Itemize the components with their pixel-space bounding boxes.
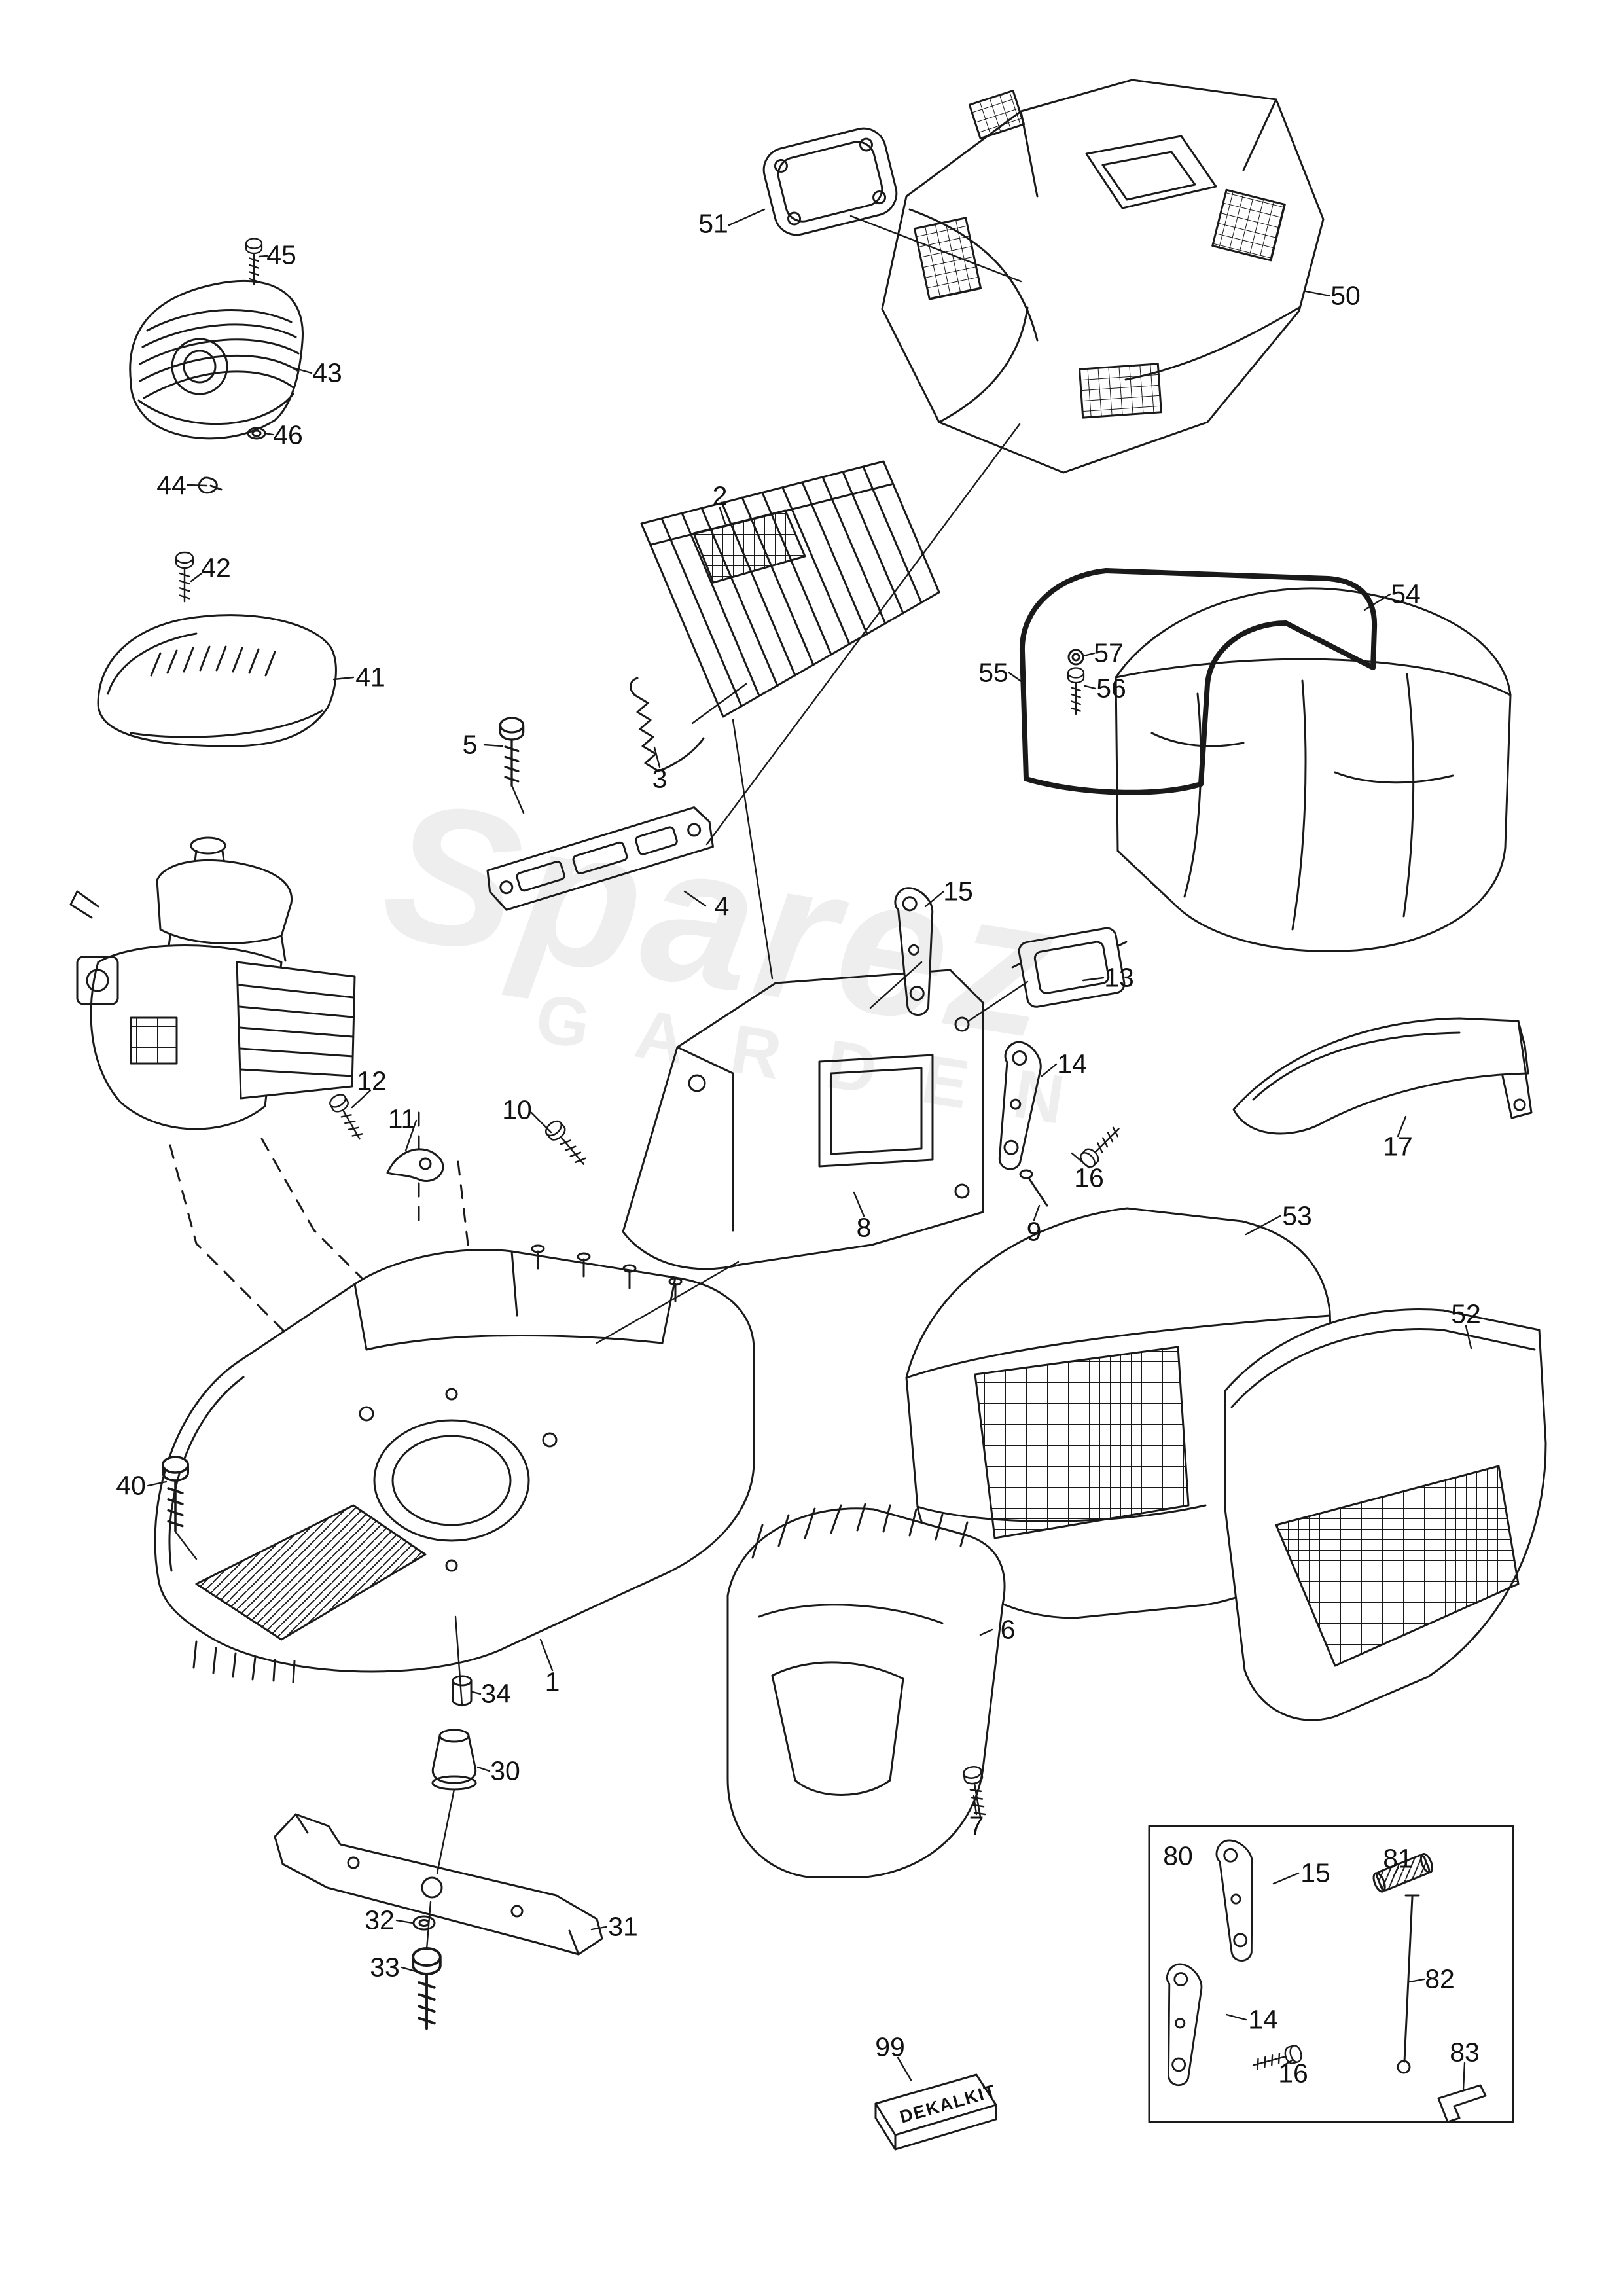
callout-11: 11 [387, 1103, 416, 1134]
inset-link-15 [1204, 1838, 1264, 1963]
callout-54: 54 [1391, 579, 1421, 609]
callout-57: 57 [1094, 637, 1124, 668]
callout-14: 14 [1057, 1049, 1087, 1079]
callout-33: 33 [370, 1952, 400, 1982]
callout-4: 4 [714, 891, 730, 922]
callout-46: 46 [273, 420, 303, 450]
part-deck-1 [154, 1244, 755, 1683]
part-screw-10 [542, 1117, 592, 1171]
callout-82: 82 [1425, 1964, 1455, 1994]
callout-3: 3 [652, 763, 668, 794]
part-rear-flap-2 [640, 460, 940, 718]
part-washer-32 [412, 1915, 436, 1931]
part-top-cover-50 [881, 79, 1325, 474]
callout-12: 12 [357, 1066, 387, 1096]
part-gasket-51 [762, 127, 898, 236]
callout-43: 43 [312, 357, 342, 388]
part-clamp-11 [386, 1148, 444, 1182]
callout-30: 30 [490, 1755, 520, 1786]
part-filter-cover-41 [97, 614, 337, 747]
part-engine [69, 836, 356, 1130]
part-frame-13 [1011, 927, 1128, 1008]
callout-51: 51 [698, 208, 728, 239]
callout-44: 44 [156, 470, 187, 501]
part-grass-bag-54 [1115, 587, 1512, 952]
part-handle-17 [1232, 1017, 1533, 1135]
callout-6: 6 [1000, 1614, 1016, 1645]
callout-32: 32 [365, 1905, 395, 1935]
callout-50: 50 [1330, 280, 1361, 311]
part-side-panel-52 [1224, 1308, 1547, 1721]
part-link-14 [971, 1037, 1057, 1173]
leader-lines [147, 208, 1472, 2090]
part-screw-42 [175, 551, 194, 603]
callout-15-inset: 15 [1300, 1857, 1330, 1888]
part-bag-frame-55 [1019, 568, 1378, 795]
callout-45: 45 [266, 240, 296, 270]
callout-14-inset: 14 [1248, 2004, 1278, 2035]
callout-56: 56 [1096, 673, 1126, 704]
callout-53: 53 [1282, 1200, 1312, 1231]
inset-rod-82 [1397, 1894, 1420, 2074]
callout-2: 2 [712, 480, 728, 511]
callout-17: 17 [1383, 1131, 1413, 1162]
part-rear-cover-6 [726, 1503, 1006, 1878]
callout-40: 40 [116, 1470, 146, 1501]
callout-9: 9 [1026, 1216, 1042, 1247]
part-pin-9 [1019, 1169, 1048, 1207]
inset-pin-81 [1372, 1853, 1434, 1893]
part-blade-31 [274, 1813, 603, 1956]
callout-34: 34 [481, 1678, 511, 1709]
part-screw-56 [1067, 667, 1085, 715]
part-adapter-30 [431, 1729, 477, 1791]
part-clip-44 [198, 476, 223, 494]
callout-80: 80 [1163, 1840, 1193, 1871]
callout-16: 16 [1074, 1162, 1104, 1193]
callout-55: 55 [978, 657, 1008, 688]
callout-10: 10 [502, 1094, 532, 1125]
callout-41: 41 [355, 662, 385, 692]
part-spring-3 [630, 677, 705, 772]
callout-83: 83 [1450, 2037, 1480, 2068]
callout-13: 13 [1104, 962, 1134, 993]
callout-16-inset: 16 [1278, 2058, 1308, 2089]
callout-5: 5 [462, 729, 478, 760]
part-screw-45 [245, 238, 263, 286]
callout-31: 31 [608, 1911, 638, 1942]
part-engine-cover-43 [129, 280, 304, 440]
inset-box-80 [1148, 1825, 1514, 2123]
assembly-lines [174, 215, 1029, 1950]
part-decal-99: DEKALKIT [874, 2073, 999, 2151]
callout-42: 42 [201, 552, 231, 583]
inset-hexkey-83 [1437, 2084, 1487, 2123]
callout-15: 15 [943, 876, 973, 906]
callout-1: 1 [544, 1666, 560, 1697]
part-bolt-33 [412, 1947, 442, 2030]
callout-8: 8 [856, 1212, 872, 1243]
callout-7: 7 [969, 1810, 984, 1841]
callout-81: 81 [1383, 1843, 1413, 1874]
part-bracket-4 [486, 806, 714, 911]
inset-link-14 [1141, 1960, 1216, 2089]
callout-99: 99 [875, 2032, 905, 2062]
part-rear-housing-8 [622, 969, 984, 1270]
callout-52: 52 [1451, 1299, 1481, 1329]
part-washer-57 [1067, 649, 1084, 666]
part-screw-5 [499, 717, 525, 787]
